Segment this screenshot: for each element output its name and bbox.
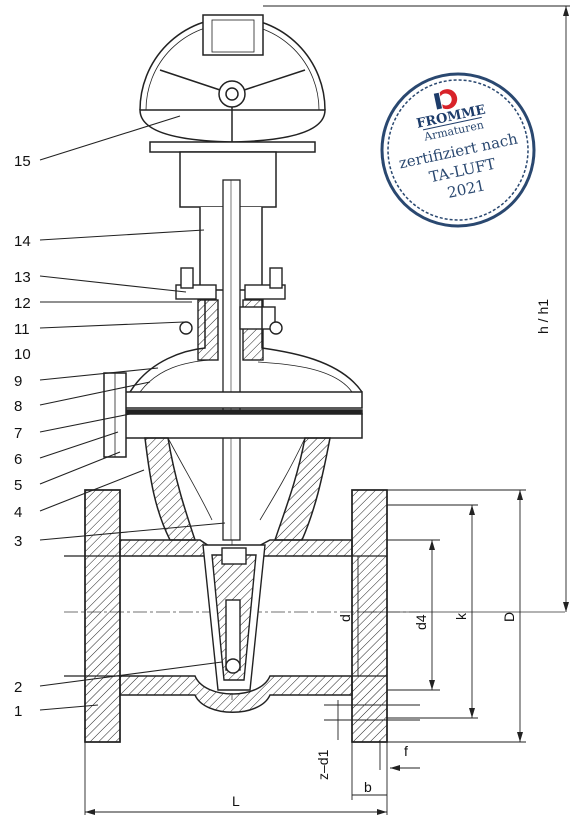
stem	[222, 179, 241, 541]
body-top-flange	[103, 372, 363, 458]
dim-d4: d4	[413, 614, 429, 630]
callout-8: 8	[14, 398, 22, 415]
callout-labels: 1 2 3 4 5 6 7 8 9 10 11 12 13 14 15	[14, 153, 31, 720]
dim-z-d1: z–d1	[315, 749, 331, 780]
wedge	[202, 544, 266, 691]
callout-9: 9	[14, 373, 22, 390]
gland-packing	[175, 267, 286, 361]
callout-leaders	[39, 115, 226, 711]
callout-10: 10	[14, 346, 31, 363]
callout-1: 1	[14, 703, 22, 720]
dim-b: b	[364, 779, 372, 795]
callout-2: 2	[14, 679, 22, 696]
dim-k: k	[453, 612, 469, 620]
callout-4: 4	[14, 504, 22, 521]
handwheel-gearbox	[139, 14, 326, 291]
bonnet	[129, 300, 363, 393]
callout-3: 3	[14, 533, 22, 550]
dimension-lines	[84, 5, 570, 815]
callout-13: 13	[14, 269, 31, 286]
dimension-labels: L b f z–d1 d d4 k D h / h1	[232, 299, 551, 809]
dimension-arrows	[85, 6, 569, 815]
callout-7: 7	[14, 425, 22, 442]
callout-11: 11	[14, 321, 30, 338]
callout-15: 15	[14, 153, 31, 170]
dim-d: d	[337, 614, 353, 622]
callout-5: 5	[14, 477, 22, 494]
dim-D: D	[501, 612, 517, 622]
certification-seal: FROMME Armaturen zertifiziert nach TA-LU…	[380, 72, 536, 228]
valve-body	[64, 437, 388, 743]
dim-L: L	[232, 793, 240, 809]
callout-14: 14	[14, 233, 31, 250]
dim-h-h1: h / h1	[535, 299, 551, 334]
dim-f: f	[404, 743, 408, 759]
callout-12: 12	[14, 295, 31, 312]
callout-6: 6	[14, 451, 22, 468]
fromme-logo-icon	[433, 89, 458, 110]
